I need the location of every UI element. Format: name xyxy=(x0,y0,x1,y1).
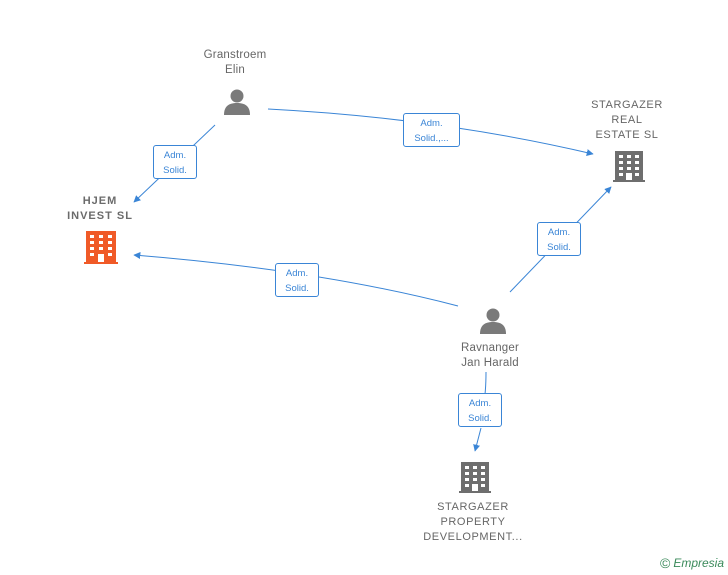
edge-label-line1: Adm. xyxy=(285,268,309,279)
edge-label-line1: Adm. xyxy=(468,398,492,409)
edge-label-granstroem-hjem[interactable]: Adm. Solid. xyxy=(153,145,197,179)
company-name-line2: PROPERTY xyxy=(440,516,506,528)
edge-label-ravnanger-property[interactable]: Adm. Solid. xyxy=(458,393,502,427)
company-name-line1: STARGAZER xyxy=(591,99,663,111)
company-name-line2: INVEST SL xyxy=(67,210,133,222)
edge-label-line2: Solid. xyxy=(547,242,571,253)
edge-label-line2: Solid. xyxy=(468,413,492,424)
person-name-line2: Elin xyxy=(225,64,245,76)
edge-label-line2: Solid.,... xyxy=(414,133,449,144)
person-node-ravnanger[interactable]: Ravnanger Jan Harald xyxy=(440,341,540,371)
brand-logo: Empresia xyxy=(673,556,724,570)
company-name-line3: ESTATE SL xyxy=(595,129,659,141)
person-node-granstroem[interactable]: Granstroem Elin xyxy=(190,48,280,78)
company-name-line1: STARGAZER xyxy=(437,501,509,513)
building-icon xyxy=(613,151,645,182)
company-name-line2: REAL xyxy=(611,114,643,126)
building-icon xyxy=(459,462,491,493)
company-name-line3: DEVELOPMENT... xyxy=(423,531,523,543)
copyright-icon: © xyxy=(659,555,671,571)
brand-footer: © Empresia xyxy=(660,555,724,571)
company-node-stargazer-property[interactable]: STARGAZER PROPERTY DEVELOPMENT... xyxy=(418,500,528,545)
person-icon xyxy=(480,308,506,334)
edge-label-line1: Adm. xyxy=(547,227,571,238)
edge-label-granstroem-real[interactable]: Adm. Solid.,... xyxy=(403,113,460,147)
person-name-line1: Granstroem xyxy=(203,49,267,61)
building-icon xyxy=(84,231,118,264)
company-name-line1: HJEM xyxy=(82,195,118,207)
person-name-line2: Jan Harald xyxy=(461,357,519,369)
edge-label-ravnanger-real[interactable]: Adm. Solid. xyxy=(537,222,581,256)
edge-label-ravnanger-hjem[interactable]: Adm. Solid. xyxy=(275,263,319,297)
person-name-line1: Ravnanger xyxy=(460,342,520,354)
edge-label-line2: Solid. xyxy=(285,283,309,294)
company-node-stargazer-real[interactable]: STARGAZER REAL ESTATE SL xyxy=(584,98,670,143)
person-icon xyxy=(224,89,250,115)
edge-label-line1: Adm. xyxy=(420,118,443,129)
company-node-hjem[interactable]: HJEM INVEST SL xyxy=(52,194,148,224)
edge-label-line2: Solid. xyxy=(163,165,187,176)
edge-label-line1: Adm. xyxy=(163,150,187,161)
